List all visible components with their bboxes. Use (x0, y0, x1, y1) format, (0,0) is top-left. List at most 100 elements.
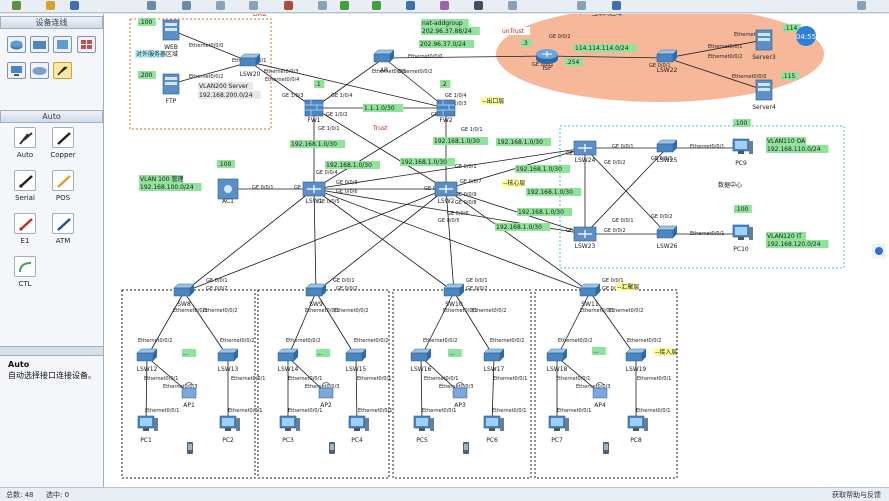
text-icon[interactable] (318, 1, 327, 10)
link-sw9-lsw15[interactable] (315, 291, 357, 358)
topology-diagram[interactable]: Ethernet0/0/0Ethernet0/0/1Ethernet0/0/2E… (104, 14, 889, 487)
router-category-icon[interactable] (7, 36, 26, 53)
link-sw11-lsw18[interactable] (556, 291, 591, 358)
device-lsw18[interactable] (546, 348, 568, 362)
device-lsw1[interactable] (302, 181, 326, 197)
device-ftp[interactable] (162, 73, 180, 95)
hand-icon[interactable] (249, 1, 258, 10)
device-pc5[interactable] (413, 415, 434, 431)
link-lsw22-server3[interactable] (666, 39, 765, 59)
device-lsw2[interactable] (434, 181, 458, 197)
device-server4[interactable] (755, 79, 773, 101)
link-lsw18-ap4[interactable] (556, 356, 601, 394)
device-phone2[interactable] (329, 442, 335, 454)
cable-auto-icon[interactable] (14, 127, 36, 148)
device-phone4[interactable] (603, 442, 609, 454)
device-pc8[interactable] (627, 415, 648, 431)
device-ar[interactable] (373, 49, 395, 63)
link-lsw2-sw8[interactable] (183, 188, 447, 293)
cable-ctl-icon[interactable] (14, 256, 36, 277)
link-ftp-lsw20[interactable] (170, 61, 251, 85)
select-icon[interactable] (216, 1, 225, 10)
device-pc2[interactable] (219, 415, 240, 431)
device-sw10[interactable] (443, 283, 465, 297)
link-lsw1-sw10[interactable] (313, 188, 455, 293)
link-lsw15-pc4[interactable] (355, 356, 358, 426)
link-lsw12-pc1[interactable] (145, 356, 148, 426)
cable-serial-icon[interactable] (14, 170, 36, 191)
link-lsw22-server4[interactable] (666, 57, 765, 91)
help-feedback-link[interactable]: 获取帮助与反馈 (832, 491, 881, 499)
link-sw11-lsw19[interactable] (589, 291, 637, 358)
help-icon[interactable] (612, 1, 621, 10)
device-isp[interactable] (536, 49, 558, 64)
window-icon[interactable] (857, 1, 866, 10)
device-lsw25[interactable] (656, 139, 678, 153)
device-fw2[interactable] (436, 99, 456, 117)
link-lsw2-sw10[interactable] (445, 188, 455, 293)
device-lsw13[interactable] (217, 348, 239, 362)
link-lsw14-ap2[interactable] (287, 356, 327, 394)
link-lsw1-sw11[interactable] (313, 188, 591, 293)
link-lsw20-fw1[interactable] (249, 61, 315, 109)
link-lsw2-sw9[interactable] (315, 188, 447, 293)
device-lsw22[interactable] (656, 49, 678, 63)
device-pc1[interactable] (137, 415, 158, 431)
link-lsw17-pc6[interactable] (491, 356, 495, 426)
undo-icon[interactable] (147, 1, 156, 10)
device-ac1[interactable] (217, 178, 239, 200)
grid-icon[interactable] (508, 1, 517, 10)
device-pc10[interactable] (732, 224, 753, 240)
device-pc7[interactable] (548, 415, 569, 431)
device-ap4[interactable] (592, 382, 608, 399)
device-ap2[interactable] (318, 382, 334, 399)
capture-icon[interactable] (406, 1, 415, 10)
link-lsw23-lsw25[interactable] (584, 147, 668, 235)
link-sw8-lsw12[interactable] (146, 291, 185, 358)
device-lsw15[interactable] (345, 348, 367, 362)
device-sw9[interactable] (305, 283, 327, 297)
wlan-category-icon[interactable] (53, 36, 72, 53)
device-lsw14[interactable] (277, 348, 299, 362)
new-topology-icon[interactable] (12, 1, 21, 10)
pc-category-icon[interactable] (7, 62, 26, 79)
link-lsw2-lsw23[interactable] (445, 188, 586, 235)
link-isp-lsw22[interactable] (546, 55, 668, 59)
link-sw10-lsw16[interactable] (420, 291, 455, 358)
delete-icon[interactable] (284, 1, 293, 10)
device-ap1[interactable] (181, 382, 197, 399)
device-lsw19[interactable] (625, 348, 647, 362)
link-lsw16-pc5[interactable] (420, 356, 423, 426)
open-icon[interactable] (46, 1, 55, 10)
device-fw1[interactable] (304, 99, 324, 117)
cloud-category-icon[interactable] (30, 62, 49, 79)
device-lsw17[interactable] (483, 348, 505, 362)
device-lsw26[interactable] (656, 225, 678, 239)
device-lsw12[interactable] (136, 348, 158, 362)
link-lsw20-fw2[interactable] (249, 61, 447, 109)
cable-pos-icon[interactable] (52, 170, 74, 191)
switch-category-icon[interactable] (30, 36, 49, 53)
device-ap3[interactable] (452, 382, 468, 399)
device-lsw24[interactable] (573, 140, 597, 156)
link-lsw1-sw8[interactable] (183, 188, 315, 293)
panel-splitter[interactable] (0, 346, 103, 356)
device-lsw20[interactable] (239, 53, 261, 67)
device-server3[interactable] (755, 29, 773, 51)
device-lsw23[interactable] (573, 226, 597, 242)
cable-e1-icon[interactable] (14, 213, 36, 234)
device-phone1[interactable] (187, 442, 193, 454)
device-sw8[interactable] (173, 283, 195, 297)
stop-icon[interactable] (372, 1, 381, 10)
cable-atm-icon[interactable] (52, 213, 74, 234)
link-sw9-lsw14[interactable] (287, 291, 317, 358)
link-sw8-lsw13[interactable] (183, 291, 229, 358)
device-pc3[interactable] (279, 415, 300, 431)
palette-icon[interactable] (440, 1, 449, 10)
device-sw11[interactable] (579, 283, 601, 297)
device-phone3[interactable] (463, 442, 469, 454)
device-web[interactable] (162, 19, 180, 41)
device-lsw16[interactable] (410, 348, 432, 362)
cable-copper-icon[interactable] (52, 127, 74, 148)
start-icon[interactable] (340, 1, 349, 10)
